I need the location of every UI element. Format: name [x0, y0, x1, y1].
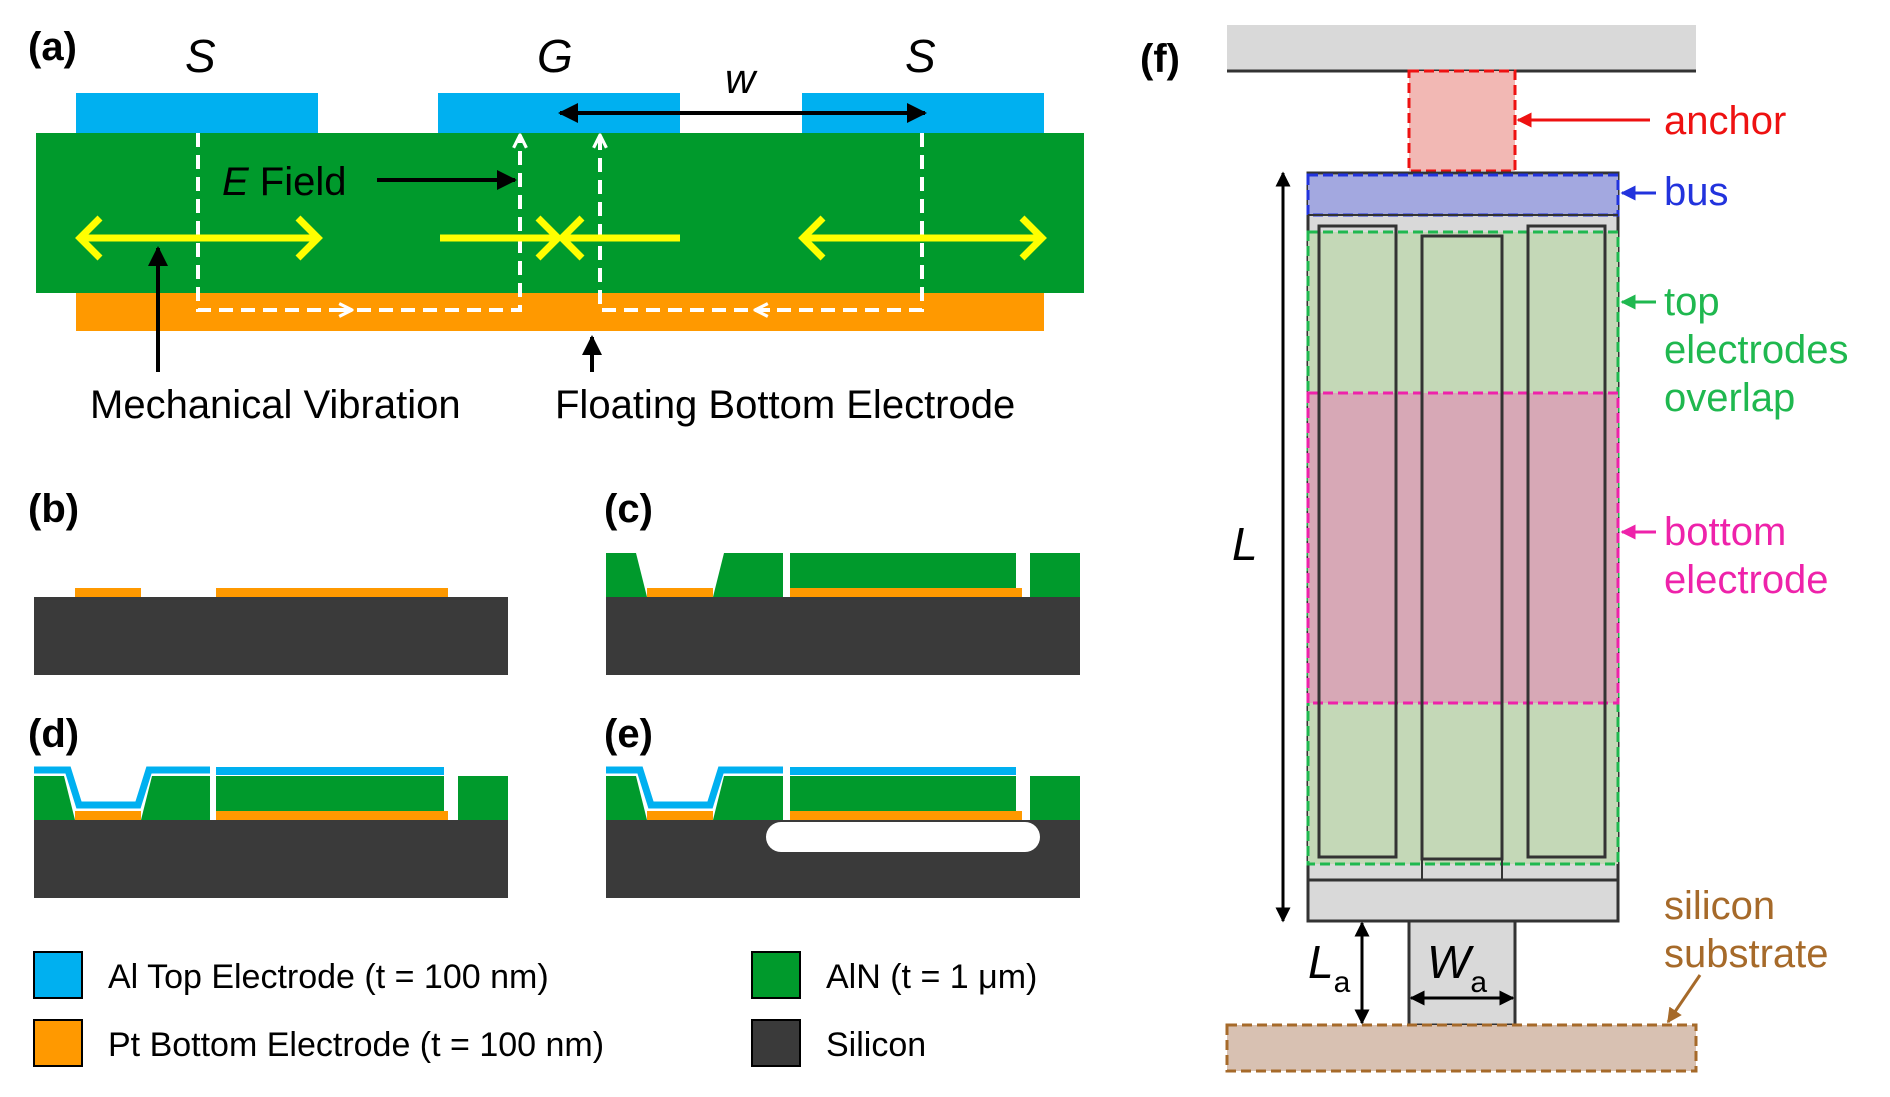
panel-f-label: (f): [1140, 37, 1180, 81]
pt-b-main: [216, 588, 448, 597]
finger-middle: [1420, 234, 1504, 861]
panel-c-label: (c): [604, 487, 653, 531]
panel-e-label: (e): [604, 712, 653, 756]
legend-si-swatch: [751, 1019, 801, 1067]
floating-bottom-label: Floating Bottom Electrode: [555, 383, 1015, 427]
aln-e-2: [713, 776, 783, 820]
anchor-block: [1407, 69, 1517, 173]
top-electrodes-label-2: electrodes: [1664, 328, 1849, 372]
legend-al-text: Al Top Electrode (t = 100 nm): [108, 958, 549, 996]
bus-label: bus: [1664, 170, 1729, 214]
length-L-label: L: [1232, 518, 1258, 570]
legend-al-swatch: [33, 951, 83, 999]
aln-d-3: [216, 776, 444, 811]
pt-bottom-electrode: [76, 293, 1044, 331]
panel-a: (a) S G S w E Field Mechanical Vibr: [28, 25, 1084, 427]
legend: Al Top Electrode (t = 100 nm) Pt Bottom …: [33, 951, 1037, 1067]
silicon-substrate-block: [1225, 1023, 1698, 1073]
bottom-electrode-label-2: electrode: [1664, 558, 1829, 602]
efield-label: E Field: [222, 160, 347, 204]
length-La-label: La: [1308, 936, 1351, 999]
al-electrode-s-left: [76, 93, 318, 133]
aln-layer: [36, 133, 1084, 293]
gap-w-label: w: [725, 55, 758, 102]
aln-c-1: [606, 553, 647, 597]
pt-d-left: [75, 811, 141, 820]
pt-e-left: [647, 811, 713, 820]
top-plate: [1227, 25, 1696, 71]
bottom-electrode-label-1: bottom: [1664, 510, 1786, 554]
al-e-trace: [606, 766, 783, 809]
mech-vibration-label: Mechanical Vibration: [90, 383, 461, 427]
pt-d-main: [216, 811, 448, 820]
top-electrodes-label-3: overlap: [1664, 376, 1795, 420]
strain-arrow-right-heads: [798, 215, 1047, 261]
pt-c-main: [790, 588, 1022, 597]
aln-c-3: [790, 553, 1016, 588]
aln-d-4: [458, 776, 508, 820]
legend-aln-swatch: [751, 951, 801, 999]
top-electrodes-label-1: top: [1664, 280, 1720, 324]
aln-e-4: [1030, 776, 1080, 820]
efield-path-left: [196, 133, 352, 310]
pt-c-left: [647, 588, 713, 597]
silicon-b: [34, 597, 508, 675]
legend-aln-text: AlN (t = 1 μm): [826, 958, 1037, 996]
panel-c: (c): [604, 487, 1080, 675]
anchor-label: anchor: [1664, 99, 1786, 143]
bus-region: [1306, 173, 1620, 217]
panel-b: (b): [28, 487, 508, 675]
pt-b-left: [75, 588, 141, 597]
al-e-main: [790, 767, 1016, 775]
legend-pt-text: Pt Bottom Electrode (t = 100 nm): [108, 1026, 604, 1064]
panel-d: (d): [28, 712, 508, 898]
aln-e-3: [790, 776, 1016, 811]
panel-e: (e): [604, 712, 1080, 898]
substrate-label-2: substrate: [1664, 932, 1829, 976]
silicon-c: [606, 597, 1080, 675]
substrate-pointer: [1666, 974, 1702, 1024]
aln-c-2: [713, 553, 783, 597]
finger-right: [1526, 224, 1607, 859]
efield-path-left-up: [335, 135, 520, 312]
substrate-label-1: silicon: [1664, 884, 1775, 928]
gate-label: G: [537, 30, 573, 82]
source-right-label: S: [905, 30, 936, 82]
aln-e-1: [606, 776, 647, 820]
finger-left: [1317, 224, 1398, 859]
strain-arrow-left-heads: [75, 215, 323, 261]
panel-f: (f) L La Wa: [1140, 25, 1849, 1073]
tether: [1407, 919, 1517, 1027]
aln-c-4: [1030, 553, 1080, 597]
release-cavity: [766, 822, 1040, 852]
efield-path-right: [755, 133, 924, 310]
strain-arrow-mid-left-head: [557, 215, 585, 261]
efield-path-right-up: [600, 135, 770, 312]
aln-d-2: [141, 776, 210, 820]
panel-a-label: (a): [28, 25, 77, 69]
bottom-electrode-region: [1306, 391, 1620, 705]
legend-pt-swatch: [33, 1019, 83, 1067]
al-d-trace: [34, 766, 210, 809]
al-d-main: [216, 767, 444, 775]
panel-d-label: (d): [28, 712, 79, 756]
source-left-label: S: [185, 30, 216, 82]
panel-b-label: (b): [28, 487, 79, 531]
legend-si-text: Silicon: [826, 1026, 926, 1064]
silicon-d: [34, 820, 508, 898]
aln-d-1: [34, 776, 75, 820]
pt-e-main: [790, 811, 1022, 820]
width-Wa-label: Wa: [1427, 936, 1487, 999]
